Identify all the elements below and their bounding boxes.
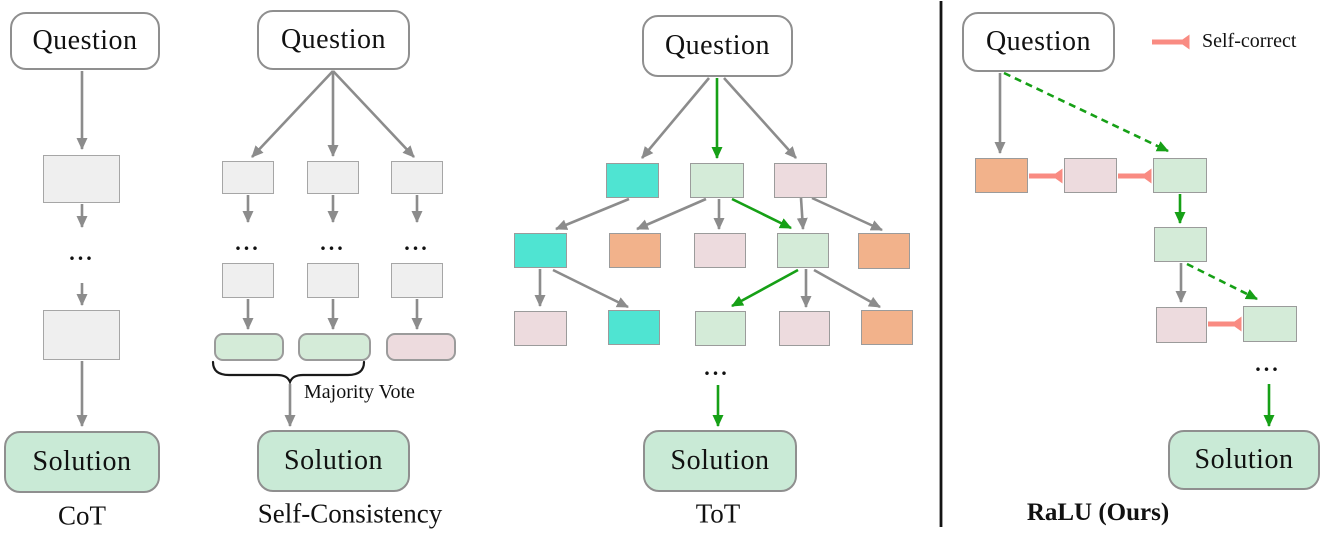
ralu-edges (994, 34, 1275, 427)
sc-step-node (222, 161, 274, 194)
sc-step-node (222, 263, 274, 298)
cot-question-text: Question (32, 25, 138, 56)
tot-node-l2-orange-1 (609, 233, 661, 268)
tot-node-l3-pink-1 (514, 311, 567, 346)
tot-node-l2-green (777, 233, 829, 268)
self-consistency-edges (211, 70, 423, 427)
sc-step-node (391, 161, 443, 194)
tot-node-l3-cyan (608, 310, 660, 345)
tot-node-l1-pink (774, 163, 827, 198)
tot-node-l2-orange-2 (858, 233, 910, 269)
ralu-node-pink-2 (1156, 307, 1207, 343)
sc-step-node (307, 161, 359, 194)
majority-vote-label: Majority Vote (304, 381, 415, 403)
sc-solution-box: Solution (257, 430, 410, 492)
cot-solution-box: Solution (4, 431, 160, 493)
tot-caption: ToT (695, 498, 741, 529)
sc-question-text: Question (280, 24, 387, 55)
self-correct-legend-label: Self-correct (1202, 30, 1297, 52)
tot-ellipsis: ... (704, 354, 730, 380)
sc-result-pill-green-2 (298, 333, 371, 361)
sc-question-box: Question (257, 10, 410, 70)
cot-step-node-2 (43, 310, 120, 360)
tot-node-l2-cyan (514, 233, 567, 268)
sc-caption: Self-Consistency (257, 498, 443, 529)
cot-step-node-1 (43, 155, 120, 203)
ralu-solution-box: Solution (1168, 430, 1320, 490)
ralu-caption: RaLU (Ours) (1026, 499, 1170, 526)
sc-result-pill-green-1 (214, 333, 284, 361)
ralu-question-text: Question (985, 26, 1092, 57)
cot-caption: CoT (57, 500, 107, 531)
sc-ellipsis-1: ... (235, 229, 261, 255)
cot-solution-text: Solution (32, 446, 132, 477)
tot-node-l2-pink (694, 233, 746, 268)
sc-result-pill-pink (386, 333, 456, 361)
tot-node-l1-cyan (606, 163, 659, 198)
tot-node-l3-green (695, 311, 746, 346)
tot-solution-box: Solution (643, 430, 797, 492)
tot-node-l3-pink-2 (779, 311, 830, 346)
tot-edges (534, 77, 883, 427)
cot-question-box: Question (10, 12, 160, 70)
ralu-node-orange (975, 158, 1028, 193)
ralu-ellipsis: ... (1255, 350, 1281, 376)
tot-question-box: Question (642, 15, 793, 77)
tot-question-text: Question (664, 30, 771, 61)
tot-node-l1-green (690, 163, 744, 198)
ralu-question-box: Question (962, 12, 1115, 72)
tot-solution-text: Solution (670, 445, 770, 476)
ralu-node-green-1 (1153, 158, 1207, 193)
underbrace (211, 360, 366, 385)
ralu-node-pink-1 (1064, 158, 1117, 193)
sc-step-node (307, 263, 359, 298)
sc-step-node (391, 263, 443, 298)
sc-ellipsis-2: ... (320, 229, 346, 255)
sc-ellipsis-3: ... (404, 229, 430, 255)
ralu-node-green-3 (1243, 306, 1297, 342)
ralu-node-green-2 (1154, 227, 1207, 262)
sc-solution-text: Solution (284, 445, 383, 476)
tot-node-l3-orange (861, 310, 913, 345)
cot-ellipsis: ... (69, 239, 95, 265)
ralu-solution-text: Solution (1194, 444, 1294, 475)
